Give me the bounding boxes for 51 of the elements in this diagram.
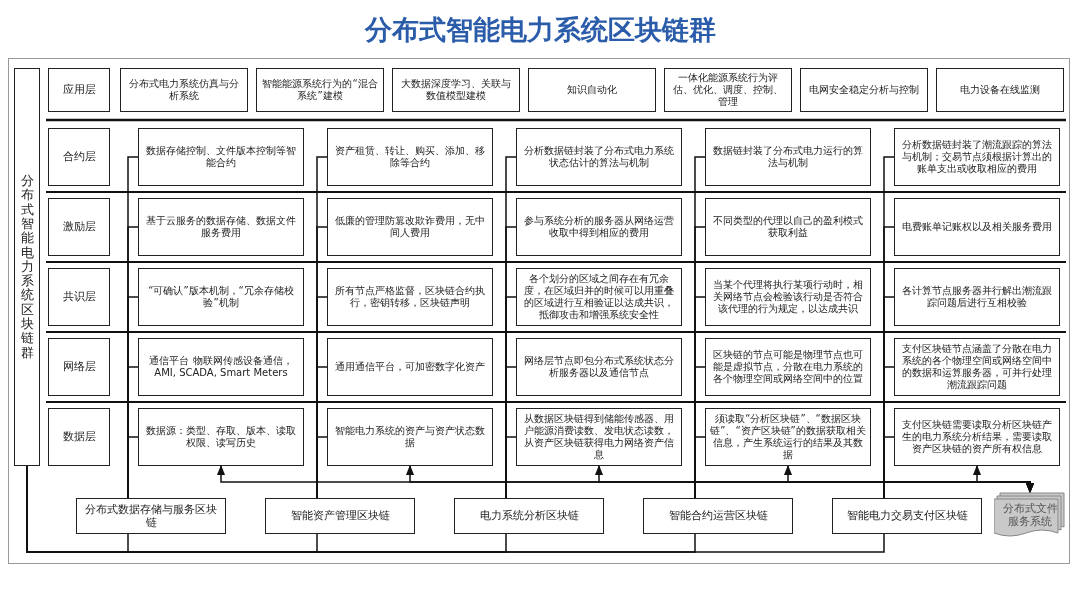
process-box: 智能能源系统行为的“混合系统”建模 [256,68,384,112]
double-arrow [972,464,1035,494]
process-box: 从数据区块链得到储能传感器、用户能源消费读数、发电状态读数，从资产区块链获得电力网络资产信息 [516,408,682,466]
process-box: 知识自动化 [528,68,656,112]
process-box: 数据源：类型、存取、版本、读取权限、读写历史 [138,408,304,466]
process-box: 通用通信平台，可加密数字化资产 [327,338,493,396]
process-box: 基于云服务的数据存储、数据文件服务费用 [138,198,304,256]
vertical-title-box: 分布式智能电力系统区块链群 [14,68,40,466]
process-box: 大数据深度学习、关联与数值模型建模 [392,68,520,112]
process-box: 须读取“分析区块链”、“数据区块链”、“资产区块链”的数据获取相关信息，产生系统运行的结果及其数据 [705,408,871,466]
process-box: 电费账单记账权以及相关服务费用 [894,198,1060,256]
layer-label-box: 应用层 [48,68,110,112]
connector-line [127,436,139,499]
process-box: 区块链的节点可能是物理节点也可能是虚拟节点，分散在电力系统的各个物理空间或网络空间中的位置 [705,338,871,396]
blockchain-box: 分布式数据存储与服务区块链 [76,498,226,534]
connector-line [316,436,328,499]
process-box: 各个划分的区域之间存在有冗余度，在区域归并的时候可以用重叠的区域进行互相验证以达成共识，抵御攻击和增强系统安全性 [516,268,682,326]
process-box: 数据链封装了分布式电力运行的算法与机制 [705,128,871,186]
process-box: 智能电力系统的资产与资产状态数据 [327,408,493,466]
process-box: 资产租赁、转让、购买、添加、移除等合约 [327,128,493,186]
layer-label-box: 合约层 [48,128,110,186]
layer-label-box: 共识层 [48,268,110,326]
process-box: 支付区块链节点涵盖了分散在电力系统的各个物理空间或网络空间中的数据和运算服务器，可并行处理潮流跟踪问题 [894,338,1060,396]
blockchain-box: 电力系统分析区块链 [454,498,604,534]
process-box: 分析数据链封装了分布式电力系统状态估计的算法与机制 [516,128,682,186]
connector-line [505,436,517,499]
process-box: 分布式电力系统仿真与分析系统 [120,68,248,112]
blockchain-box: 智能合约运营区块链 [643,498,793,534]
process-box: 网络层节点即包分布式系统状态分析服务器以及通信节点 [516,338,682,396]
process-box: “可确认”版本机制，“冗余存储校验”机制 [138,268,304,326]
process-box: 所有节点严格监督，区块链合约执行，密钥转移，区块链声明 [327,268,493,326]
process-box: 支付区块链需要读取分析区块链产生的电力系统分析结果，需要读取资产区块链的资产所有权信息 [894,408,1060,466]
connector-line [694,436,706,499]
process-box: 当某个代理将执行某项行动时，相关网络节点会检验该行动是否符合该代理的行为规定，以达成共识 [705,268,871,326]
layer-label-box: 激励层 [48,198,110,256]
process-box: 电力设备在线监测 [936,68,1064,112]
process-box: 分析数据链封装了潮流跟踪的算法与机制；交易节点须根据计算出的账单支出或收取相应的费用 [894,128,1060,186]
blockchain-box: 智能资产管理区块链 [265,498,415,534]
process-box: 通信平台 物联网传感设备通信，AMI, SCADA, Smart Meters [138,338,304,396]
layer-label-box: 网络层 [48,338,110,396]
process-box: 不同类型的代理以自己的盈利模式获取利益 [705,198,871,256]
process-box: 电网安全稳定分析与控制 [800,68,928,112]
process-box: 参与系统分析的服务器从网络运营收取中得到相应的费用 [516,198,682,256]
blockchain-box: 智能电力交易支付区块链 [832,498,982,534]
layer-label-box: 数据层 [48,408,110,466]
process-box: 低廉的管理防篡改欺诈费用，无中间人费用 [327,198,493,256]
connector-line [883,436,895,499]
process-box: 数据存储控制、文件版本控制等智能合约 [138,128,304,186]
process-box: 一体化能源系统行为评估、优化、调度、控制、管理 [664,68,792,112]
title: 分布式智能电力系统区块链群 [363,13,717,47]
process-box: 各计算节点服务器并行解出潮流跟踪问题后进行互相校验 [894,268,1060,326]
